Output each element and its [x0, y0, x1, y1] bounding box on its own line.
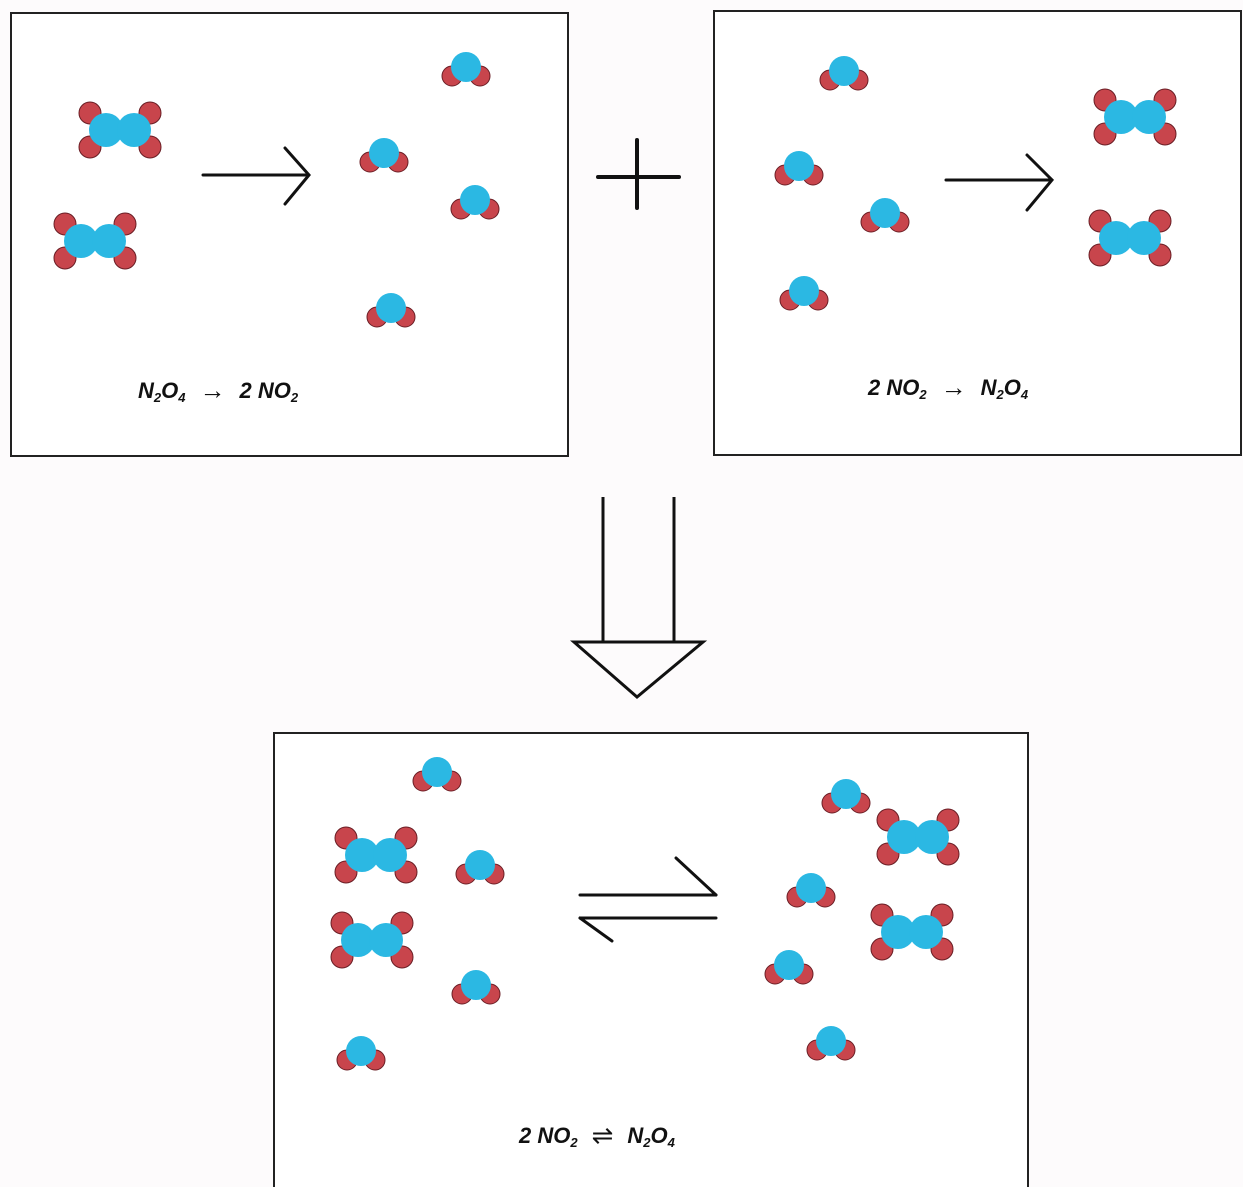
reaction-arrow-icon	[944, 153, 1055, 212]
equation-forward: N2O4→2 NO2	[138, 375, 299, 405]
reaction-arrow-icon	[201, 146, 311, 206]
plus-icon	[596, 138, 681, 210]
double-down-arrow-icon	[570, 497, 708, 699]
equation-reverse: 2 NO2→N2O4	[868, 372, 1029, 402]
equilibrium-arrow-icon	[578, 856, 718, 943]
panel-equilibrium-frame	[273, 732, 1029, 1187]
equation-equilibrium: 2 NO2⇌N2O4	[519, 1120, 675, 1150]
